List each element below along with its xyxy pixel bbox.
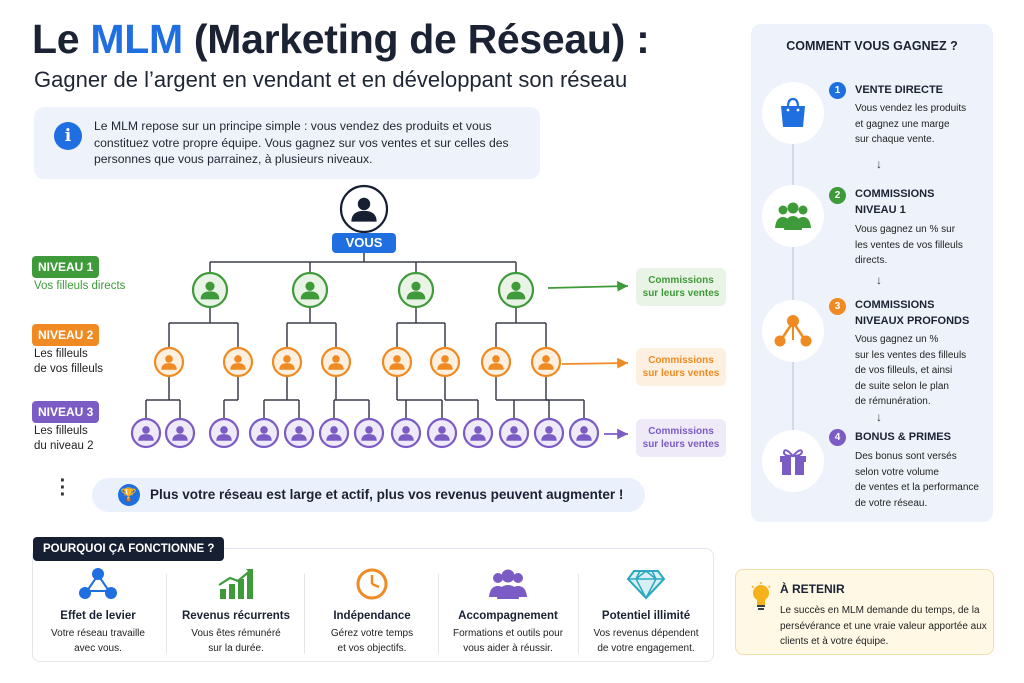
level-3-node	[533, 417, 565, 449]
step-1-desc: Vous vendez les produits et gagnez une m…	[855, 103, 967, 145]
level-3-node	[283, 417, 315, 449]
level-3-node	[318, 417, 350, 449]
level-1-node	[397, 271, 435, 309]
key-takeaway-box: À RETENIR Le succès en MLM demande du te…	[735, 569, 994, 655]
earnings-timeline	[792, 120, 794, 460]
level-2-node	[222, 346, 254, 378]
group-icon	[440, 566, 576, 602]
you-node	[339, 184, 389, 234]
level-3-node	[208, 417, 240, 449]
page-title: Le MLM (Marketing de Réseau) :	[32, 16, 650, 62]
level-3-node	[568, 417, 600, 449]
earnings-title: COMMENT VOUS GAGNEZ ?	[786, 39, 958, 53]
intro-text: Le MLM repose sur un principe simple : v…	[94, 119, 509, 166]
title-accent: MLM	[90, 16, 183, 62]
level-3-node	[498, 417, 530, 449]
diamond-icon	[578, 566, 714, 602]
step-3-title: COMMISSIONS NIVEAUX PROFONDS	[855, 299, 970, 327]
why-item-support: Accompagnement Formations et outils pour…	[440, 566, 576, 656]
level-2-node	[429, 346, 461, 378]
info-icon: i	[54, 122, 82, 150]
trophy-icon: 🏆	[118, 484, 140, 506]
level-2-node	[480, 346, 512, 378]
growth-banner: 🏆 Plus votre réseau est large et actif, …	[92, 478, 645, 512]
step-2-desc: Vous gagnez un % sur les ventes de vos f…	[855, 224, 963, 266]
step-4-desc: Des bonus sont versés selon votre volume…	[855, 451, 979, 509]
step-4-title: BONUS & PRIMES	[855, 431, 951, 443]
network-icon	[30, 566, 166, 602]
takeaway-text: Le succès en MLM demande du temps, de la…	[780, 605, 987, 647]
level-3-node	[462, 417, 494, 449]
why-divider	[304, 574, 305, 654]
step-2-title: COMMISSIONS NIVEAU 1	[855, 188, 935, 216]
level-3-node	[248, 417, 280, 449]
step-2-number: 2	[829, 187, 846, 204]
step-4-number: 4	[829, 429, 846, 446]
why-divider	[578, 574, 579, 654]
why-item-potential: Potentiel illimité Vos revenus dépendent…	[578, 566, 714, 656]
why-title: POURQUOI ÇA FONCTIONNE ?	[33, 537, 225, 561]
level-1-badge: NIVEAU 1	[32, 256, 100, 278]
level-3-node	[353, 417, 385, 449]
level-3-node	[164, 417, 196, 449]
level-2-node	[320, 346, 352, 378]
you-label: VOUS	[332, 233, 396, 253]
level-3-node	[130, 417, 162, 449]
network-nodes-icon	[762, 300, 824, 362]
step-arrow: ↓	[876, 157, 882, 171]
level-2-node	[381, 346, 413, 378]
banner-text: Plus votre réseau est large et actif, pl…	[150, 487, 624, 502]
step-1-number: 1	[829, 82, 846, 99]
step-3-desc: Vous gagnez un % sur les ventes des fill…	[855, 334, 967, 407]
step-arrow: ↓	[876, 273, 882, 287]
level-2-node	[530, 346, 562, 378]
why-divider	[166, 574, 167, 654]
level-2-node	[153, 346, 185, 378]
team-icon	[762, 185, 824, 247]
level-1-node	[497, 271, 535, 309]
level-1-arrow	[547, 280, 629, 292]
shopping-bag-icon	[762, 82, 824, 144]
page-subtitle: Gagner de l’argent en vendant et en déve…	[34, 67, 628, 92]
level-2-badge: NIVEAU 2	[32, 324, 100, 346]
more-levels-dots: ···	[59, 470, 67, 506]
level-1-desc: Vos filleuls directs	[34, 280, 126, 292]
level-3-node	[390, 417, 422, 449]
lightbulb-icon	[750, 582, 772, 617]
step-arrow: ↓	[876, 410, 882, 424]
level-2-node	[271, 346, 303, 378]
level-2-arrow	[561, 357, 629, 369]
level-1-node	[191, 271, 229, 309]
level-1-node	[291, 271, 329, 309]
step-1-title: VENTE DIRECTE	[855, 84, 944, 96]
why-panel	[32, 548, 714, 662]
why-divider	[438, 574, 439, 654]
growth-chart-icon	[168, 566, 304, 602]
intro-box: i Le MLM repose sur un principe simple :…	[34, 107, 540, 179]
clock-icon	[304, 566, 440, 602]
takeaway-title: À RETENIR	[780, 582, 845, 596]
gift-icon	[762, 430, 824, 492]
level-3-node	[426, 417, 458, 449]
step-3-number: 3	[829, 298, 846, 315]
level-3-badge: NIVEAU 3	[32, 401, 100, 423]
